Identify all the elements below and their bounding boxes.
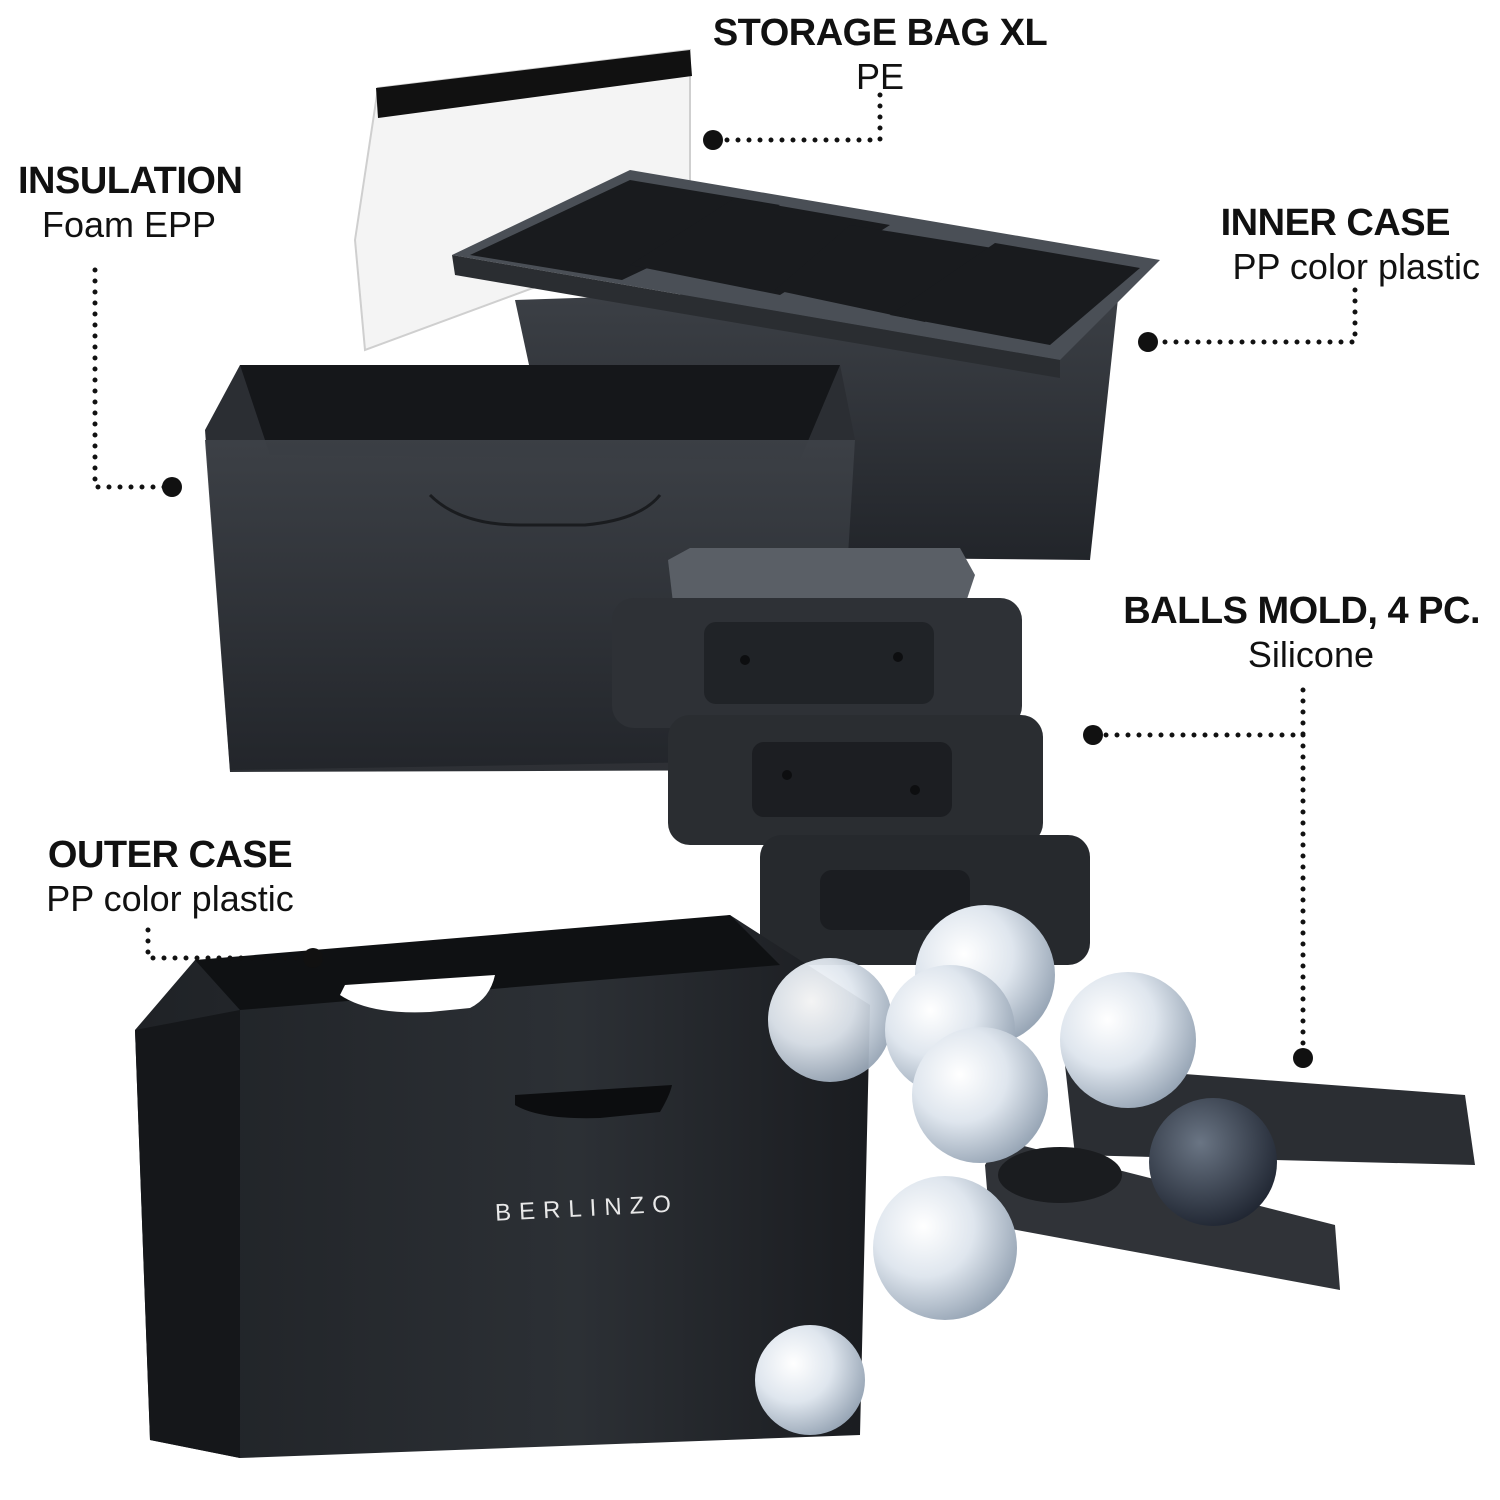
balls-mold-callout: BALLS MOLD, 4 PC. Silicone <box>1100 590 1480 675</box>
outer-case-material: PP color plastic <box>46 877 294 919</box>
balls-mold-title: BALLS MOLD, 4 PC. <box>1123 590 1480 632</box>
insulation-material: Foam EPP <box>42 203 217 245</box>
outer-case-callout: OUTER CASE PP color plastic <box>20 834 320 919</box>
storage-bag-callout: STORAGE BAG XL PE <box>690 12 1070 97</box>
inner-case-callout: INNER CASE PP color plastic <box>1160 202 1480 287</box>
leader-lines <box>92 92 1358 1058</box>
balls-mold-material: Silicone <box>1247 633 1374 675</box>
balls-mold-stack <box>612 548 1090 965</box>
inner-case-material: PP color plastic <box>1232 245 1480 287</box>
outer-case <box>135 915 870 1458</box>
storage-bag-material: PE <box>855 55 905 97</box>
outer-case-title: OUTER CASE <box>47 834 293 876</box>
storage-bag-title: STORAGE BAG XL <box>712 12 1048 54</box>
leader-dots <box>162 130 1313 1068</box>
balls-mold-open <box>985 1065 1475 1290</box>
insulation-callout: INSULATION Foam EPP <box>18 160 278 245</box>
ice-balls <box>755 905 1196 1435</box>
inner-case-title: INNER CASE <box>1220 202 1451 244</box>
storage-bag <box>353 48 692 352</box>
insulation-title: INSULATION <box>18 160 243 202</box>
